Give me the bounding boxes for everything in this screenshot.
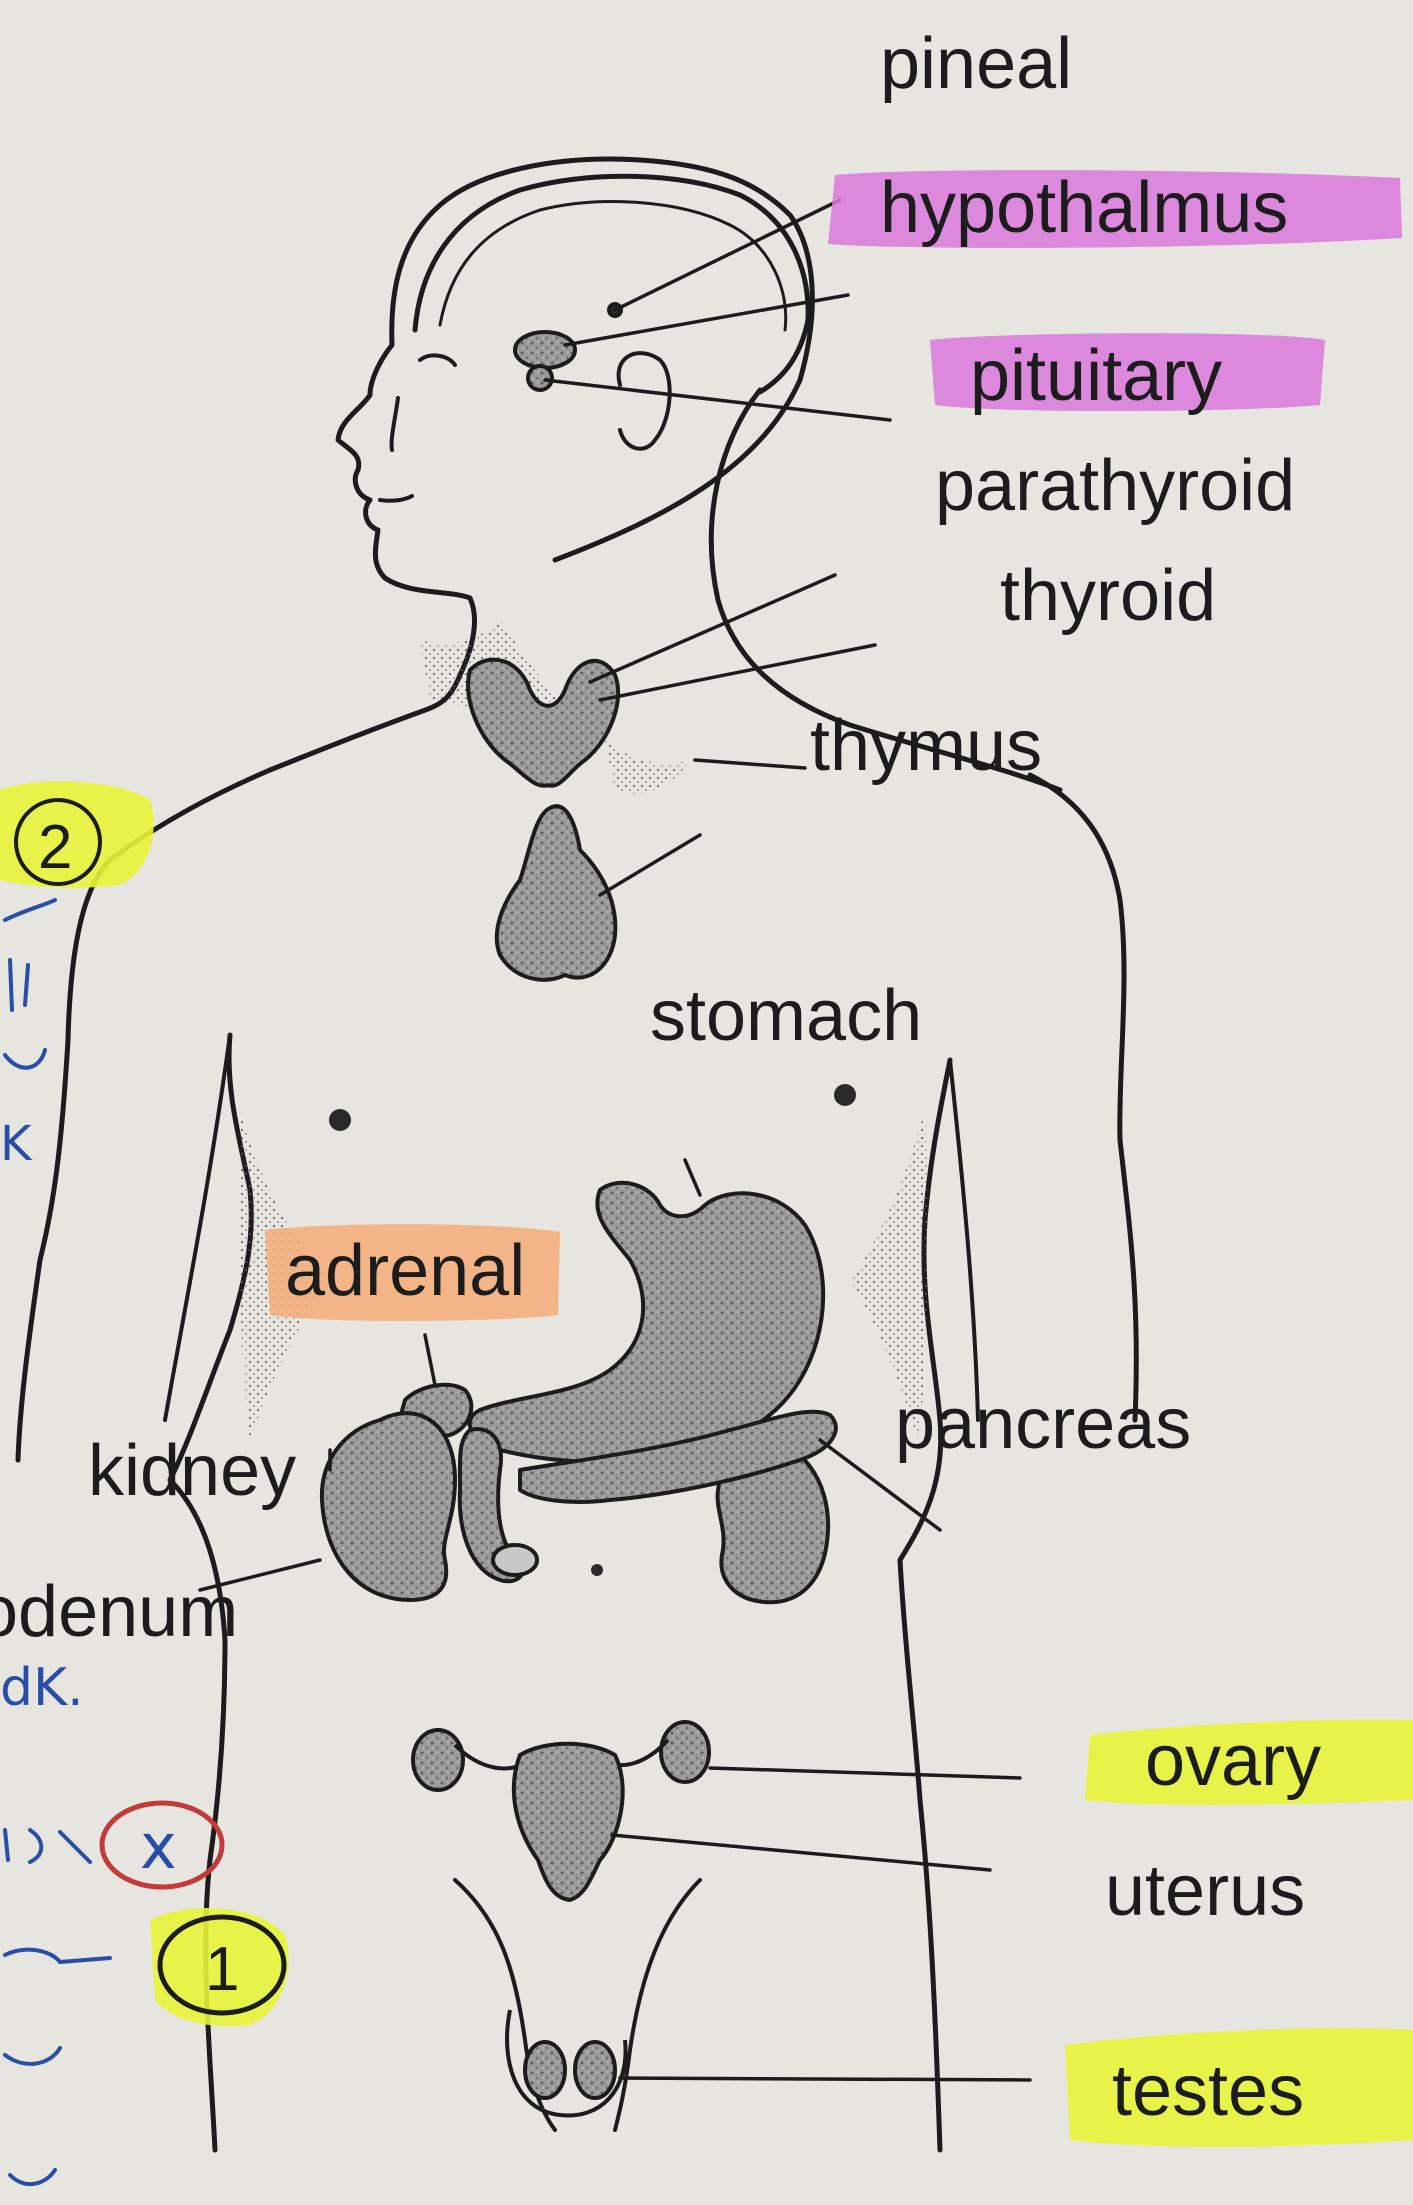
organ-uterus xyxy=(514,1744,623,1900)
label-pineal: pineal xyxy=(880,24,1072,104)
leader-adrenal xyxy=(425,1335,435,1385)
circle-2-number: 2 xyxy=(38,813,72,882)
leader-thyroid xyxy=(600,645,875,700)
organs xyxy=(322,304,836,2116)
label-kidney: kidney xyxy=(88,1431,296,1511)
label-adrenal: adrenal xyxy=(285,1231,525,1311)
brain-outline xyxy=(415,176,808,392)
right-arm-inner xyxy=(950,1060,978,1420)
organ-testis-right xyxy=(575,2042,615,2098)
leader-thymus-tick xyxy=(695,760,805,768)
label-uterus: uterus xyxy=(1105,1851,1305,1931)
leader-uterus xyxy=(612,1835,990,1870)
leader-parathyroid xyxy=(590,575,835,682)
margin-scribbles xyxy=(5,900,110,2184)
organ-duodenum-end xyxy=(493,1545,537,1575)
leader-thymus xyxy=(600,835,700,895)
label-ovary: ovary xyxy=(1145,1721,1321,1801)
label-thymus: thymus xyxy=(810,706,1042,786)
circle-x-mark: x xyxy=(140,1810,177,1883)
organ-kidney-left xyxy=(322,1413,455,1600)
face-features xyxy=(380,355,455,500)
leader-ovary xyxy=(710,1768,1020,1778)
label-pituitary: pituitary xyxy=(970,336,1222,416)
organ-testis-left xyxy=(525,2042,565,2098)
label-parathyroid: parathyroid xyxy=(935,446,1295,526)
organ-ovary-right xyxy=(661,1722,709,1782)
organ-ovary-left xyxy=(413,1730,463,1790)
note-dk: dK. xyxy=(0,1658,84,1718)
leader-pituitary xyxy=(545,380,890,420)
label-hypothalamus: hypothalmus xyxy=(880,168,1288,248)
note-k: K xyxy=(0,1116,33,1172)
organ-pituitary xyxy=(528,366,552,390)
circle-1-number: 1 xyxy=(205,1935,239,2004)
leader-testes xyxy=(620,2078,1030,2080)
label-pancreas: pancreas xyxy=(895,1384,1191,1464)
label-duodenum: odenum xyxy=(0,1572,238,1652)
label-stomach: stomach xyxy=(650,976,922,1056)
organ-thymus xyxy=(497,806,616,980)
ear xyxy=(619,353,670,449)
organ-hypothalamus xyxy=(515,332,575,368)
highlight-circle-2 xyxy=(0,781,154,887)
right-shoulder-arm xyxy=(1030,775,1136,1420)
leader-stomach xyxy=(685,1160,700,1195)
label-thyroid: thyroid xyxy=(1000,556,1216,636)
label-testes: testes xyxy=(1112,2051,1304,2131)
left-arm-inner xyxy=(165,1035,230,1420)
pelvis-line-right xyxy=(615,1880,700,2130)
